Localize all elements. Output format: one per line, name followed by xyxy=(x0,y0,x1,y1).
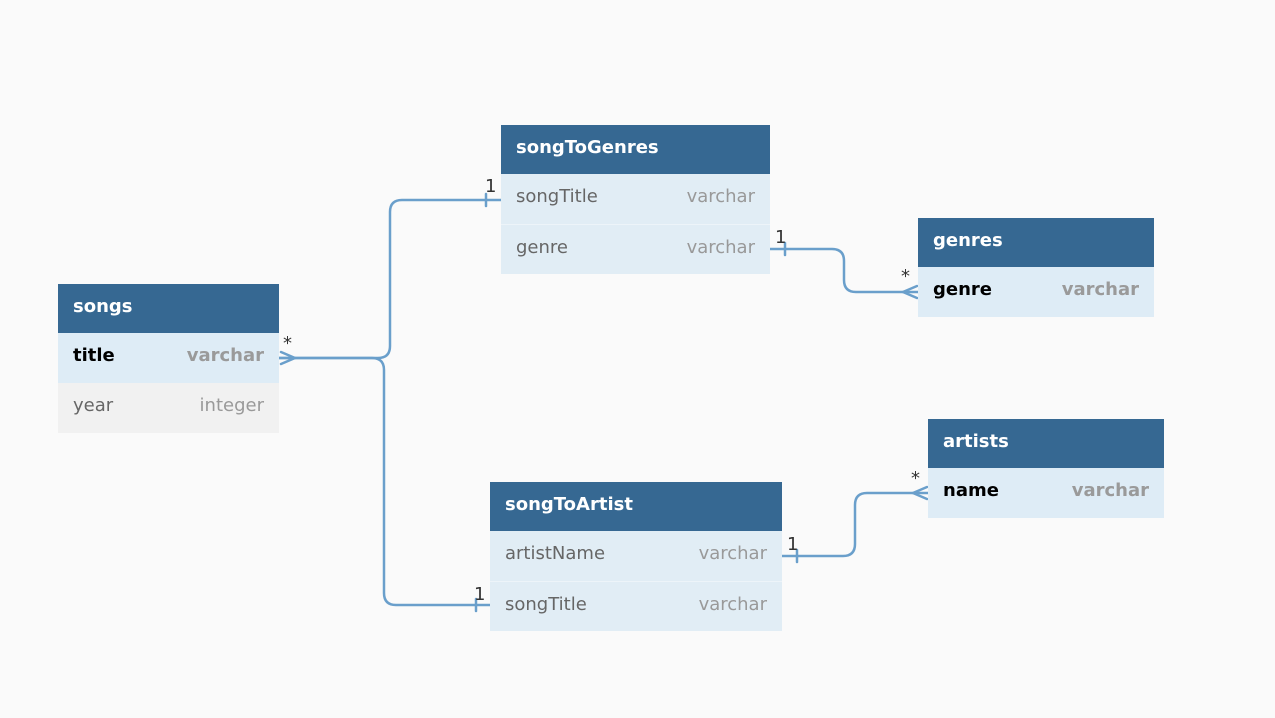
cardinality-one-songtoartist-artistname: 1 xyxy=(787,534,799,555)
field-row-title[interactable]: title varchar xyxy=(58,333,279,383)
crowsfoot-genres xyxy=(901,284,919,300)
field-row-name[interactable]: name varchar xyxy=(928,468,1164,518)
link-songs-songtogenres xyxy=(277,198,503,360)
cardinality-many-genres: * xyxy=(901,266,910,287)
field-name: songTitle xyxy=(505,594,587,615)
field-row-songtitle[interactable]: songTitle varchar xyxy=(501,174,770,224)
field-name: name xyxy=(943,480,999,501)
field-row-artistname[interactable]: artistName varchar xyxy=(490,531,782,581)
field-type: integer xyxy=(199,395,264,416)
link-songtoartist-artists xyxy=(780,491,930,558)
cardinality-many-artists: * xyxy=(911,468,920,489)
table-header[interactable]: artists xyxy=(928,419,1164,468)
table-genres[interactable]: genres genre varchar xyxy=(918,218,1154,317)
field-name: songTitle xyxy=(516,186,598,207)
field-name: title xyxy=(73,345,115,366)
field-type: varchar xyxy=(686,186,755,207)
field-row-songtitle[interactable]: songTitle varchar xyxy=(490,581,782,631)
table-artists[interactable]: artists name varchar xyxy=(928,419,1164,518)
field-row-genre[interactable]: genre varchar xyxy=(918,267,1154,317)
field-type: varchar xyxy=(1061,279,1139,300)
cardinality-one-songtoartist-songtitle: 1 xyxy=(474,584,486,605)
cardinality-one-songtogenres-genre: 1 xyxy=(775,227,787,248)
link-songtogenres-genres xyxy=(768,247,920,294)
field-name: artistName xyxy=(505,543,606,564)
link-songs-songtoartist xyxy=(277,356,492,607)
crowsfoot-artists xyxy=(911,485,929,501)
field-name: genre xyxy=(516,237,568,258)
table-songtoartist[interactable]: songToArtist artistName varchar songTitl… xyxy=(490,482,782,631)
crowsfoot-songs xyxy=(279,350,297,366)
table-header[interactable]: songs xyxy=(58,284,279,333)
field-type: varchar xyxy=(698,543,767,564)
field-type: varchar xyxy=(1071,480,1149,501)
field-type: varchar xyxy=(698,594,767,615)
cardinality-one-songtogenres-songtitle: 1 xyxy=(485,176,497,197)
field-type: varchar xyxy=(686,237,755,258)
table-songs[interactable]: songs title varchar year integer xyxy=(58,284,279,433)
table-header[interactable]: genres xyxy=(918,218,1154,267)
field-type: varchar xyxy=(186,345,264,366)
table-songtogenres[interactable]: songToGenres songTitle varchar genre var… xyxy=(501,125,770,274)
table-header[interactable]: songToArtist xyxy=(490,482,782,531)
table-header[interactable]: songToGenres xyxy=(501,125,770,174)
field-name: genre xyxy=(933,279,992,300)
field-row-year[interactable]: year integer xyxy=(58,383,279,433)
cardinality-many-songs: * xyxy=(283,333,292,354)
field-row-genre[interactable]: genre varchar xyxy=(501,224,770,274)
field-name: year xyxy=(73,395,114,416)
